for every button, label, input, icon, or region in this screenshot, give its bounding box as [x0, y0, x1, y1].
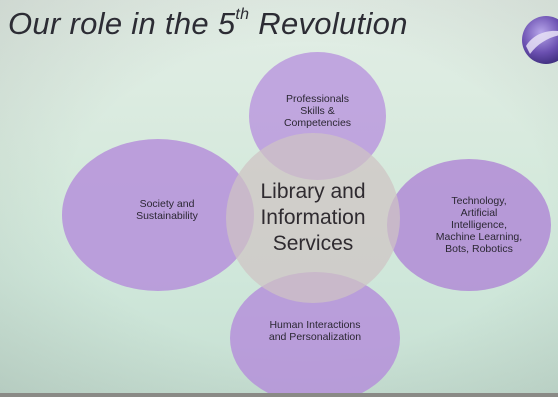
bubble-technology: Technology, Artificial Intelligence, Mac…: [387, 159, 551, 291]
bubble-center-label: Library and Information Services: [260, 180, 366, 255]
bubble-library-services: Library and Information Services: [226, 133, 400, 303]
bubble-left-label: Society and Sustainability: [136, 198, 198, 222]
swoosh-logo-icon: [522, 16, 558, 64]
title-superscript: th: [235, 5, 250, 23]
slide-title: Our role in the 5th Revolution: [8, 6, 408, 42]
bubble-society-sustainability: Society and Sustainability: [62, 139, 254, 291]
bubble-top-label: Professionals Skills & Competencies: [283, 93, 352, 129]
bubble-right-label: Technology, Artificial Intelligence, Mac…: [435, 195, 523, 255]
bubble-bottom-label: Human Interactions and Personalization: [268, 319, 362, 343]
bubble-human-interactions: Human Interactions and Personalization: [230, 272, 400, 397]
title-end: Revolution: [249, 6, 408, 41]
screen-bottom-edge: [0, 393, 558, 397]
title-main: Our role in the 5: [8, 6, 236, 41]
